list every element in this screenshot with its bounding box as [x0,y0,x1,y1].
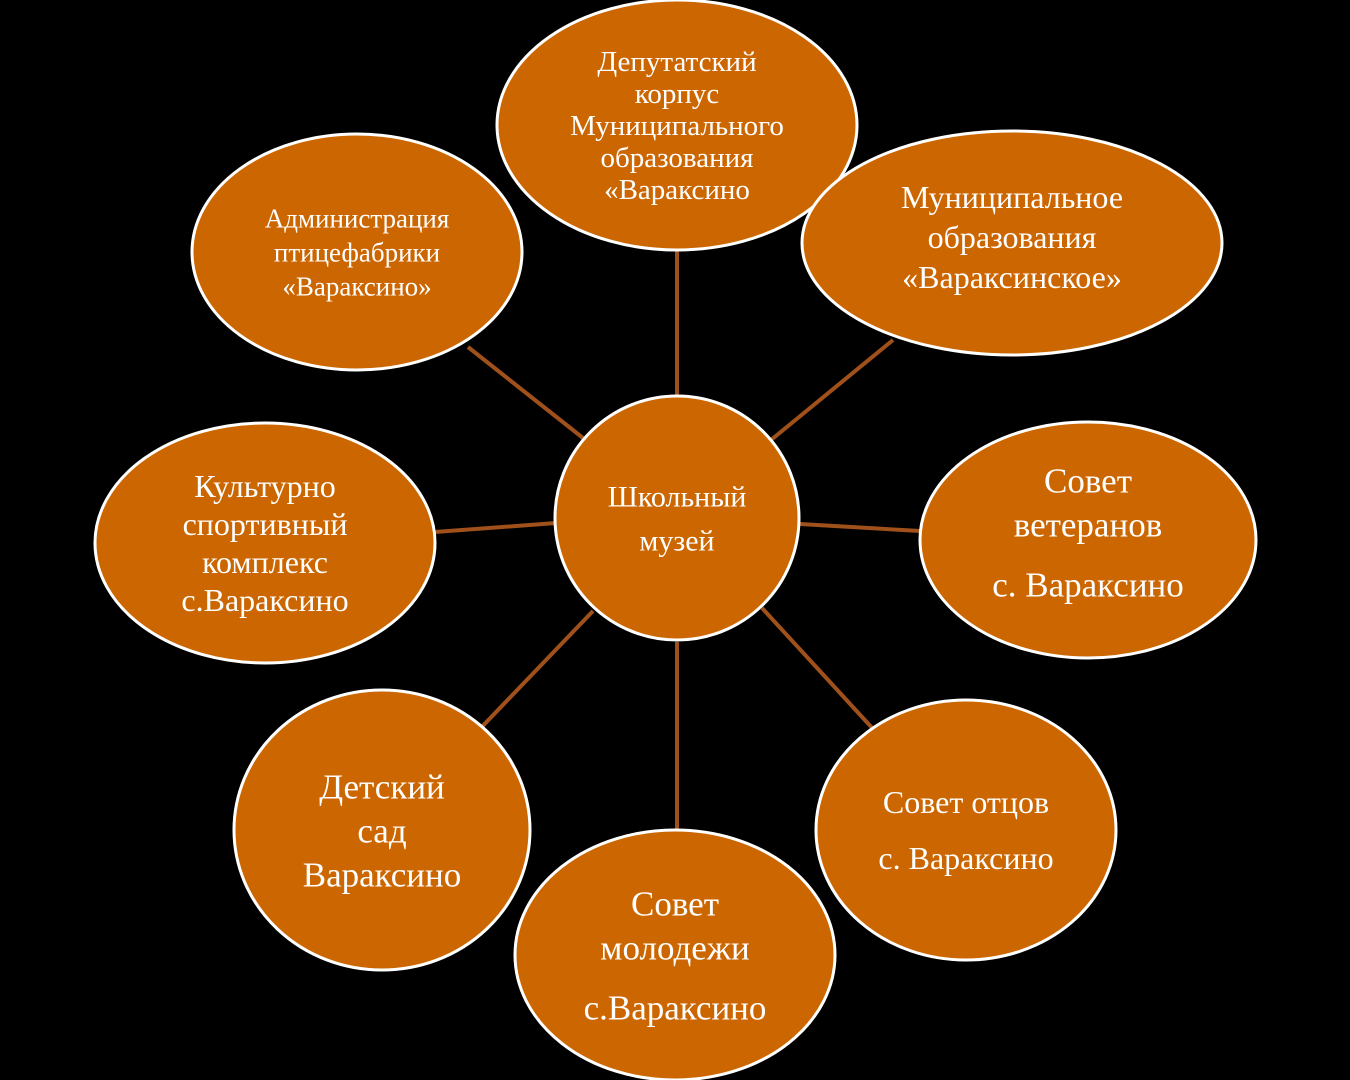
node-fathers: Совет отцов с. Вараксино [814,698,1118,962]
center-museum-ellipse [553,394,801,642]
deputies-label-line: «Вараксино [604,174,750,206]
connector-kindergarten [473,609,595,736]
poultry-label-line: Администрация [265,203,450,233]
deputies-label-line: Депутатский [597,46,756,78]
connector-sports [434,521,557,534]
poultry-ellipse [190,132,524,372]
node-youth: Совет молодежи с.Вараксино [513,828,837,1080]
node-veterans: Совет ветеранов с. Вараксино [918,420,1258,660]
sports-label-line: с.Вараксино [181,582,348,618]
veterans-ellipse [918,420,1258,660]
poultry-label-line: птицефабрики [274,237,440,267]
connector-municipality [769,338,895,442]
deputies-label-line: Муниципального [570,110,784,142]
nodes: ДепутатскийкорпусМуниципальногообразован… [93,0,1258,1080]
sports-label-line: спортивный [183,506,348,542]
youth-label-line: Совет [631,884,719,923]
municipality-ellipse [800,129,1224,357]
poultry-label-line: «Вараксино» [282,271,431,301]
sports-label-line: комплекс [202,544,328,580]
connector-fathers [760,606,876,732]
center-museum-label-line: музей [639,525,714,558]
deputies-ellipse [495,0,859,252]
kindergarten-label-line: Вараксино [303,855,462,894]
kindergarten-label-line: сад [357,811,406,850]
veterans-label-line: ветеранов [1014,505,1162,544]
sports-label-line: Культурно [194,468,336,504]
veterans-label-line: Совет [1044,461,1132,500]
municipality-label-line: Муниципальное [901,179,1123,215]
veterans-label-line: с. Вараксино [992,565,1184,604]
fathers-label-line: с. Вараксино [878,840,1053,876]
connector-veterans [799,522,921,533]
kindergarten-label-line: Детский [319,767,445,806]
kindergarten-ellipse [232,688,532,972]
sports-ellipse [93,421,437,665]
municipality-label-line: образования [928,219,1097,255]
municipality-label-line: «Вараксинское» [902,259,1122,295]
youth-label-line: молодежи [600,928,749,967]
node-municipality: Муниципальное образования «Вараксинское» [800,129,1224,357]
youth-label-line: с.Вараксино [584,988,767,1027]
fathers-label-line: Совет отцов [883,784,1049,820]
center-node-museum: Школьный музей [553,394,801,642]
connector-poultry [466,345,585,440]
connectors [434,250,921,830]
center-museum-label-line: Школьный [608,481,747,514]
fathers-ellipse [814,698,1118,962]
deputies-label-line: корпус [635,78,720,110]
youth-ellipse [513,828,837,1080]
node-poultry: Администрация птицефабрики «Вараксино» [190,132,524,372]
node-deputies: ДепутатскийкорпусМуниципальногообразован… [495,0,859,252]
deputies-label-line: образования [601,142,754,174]
